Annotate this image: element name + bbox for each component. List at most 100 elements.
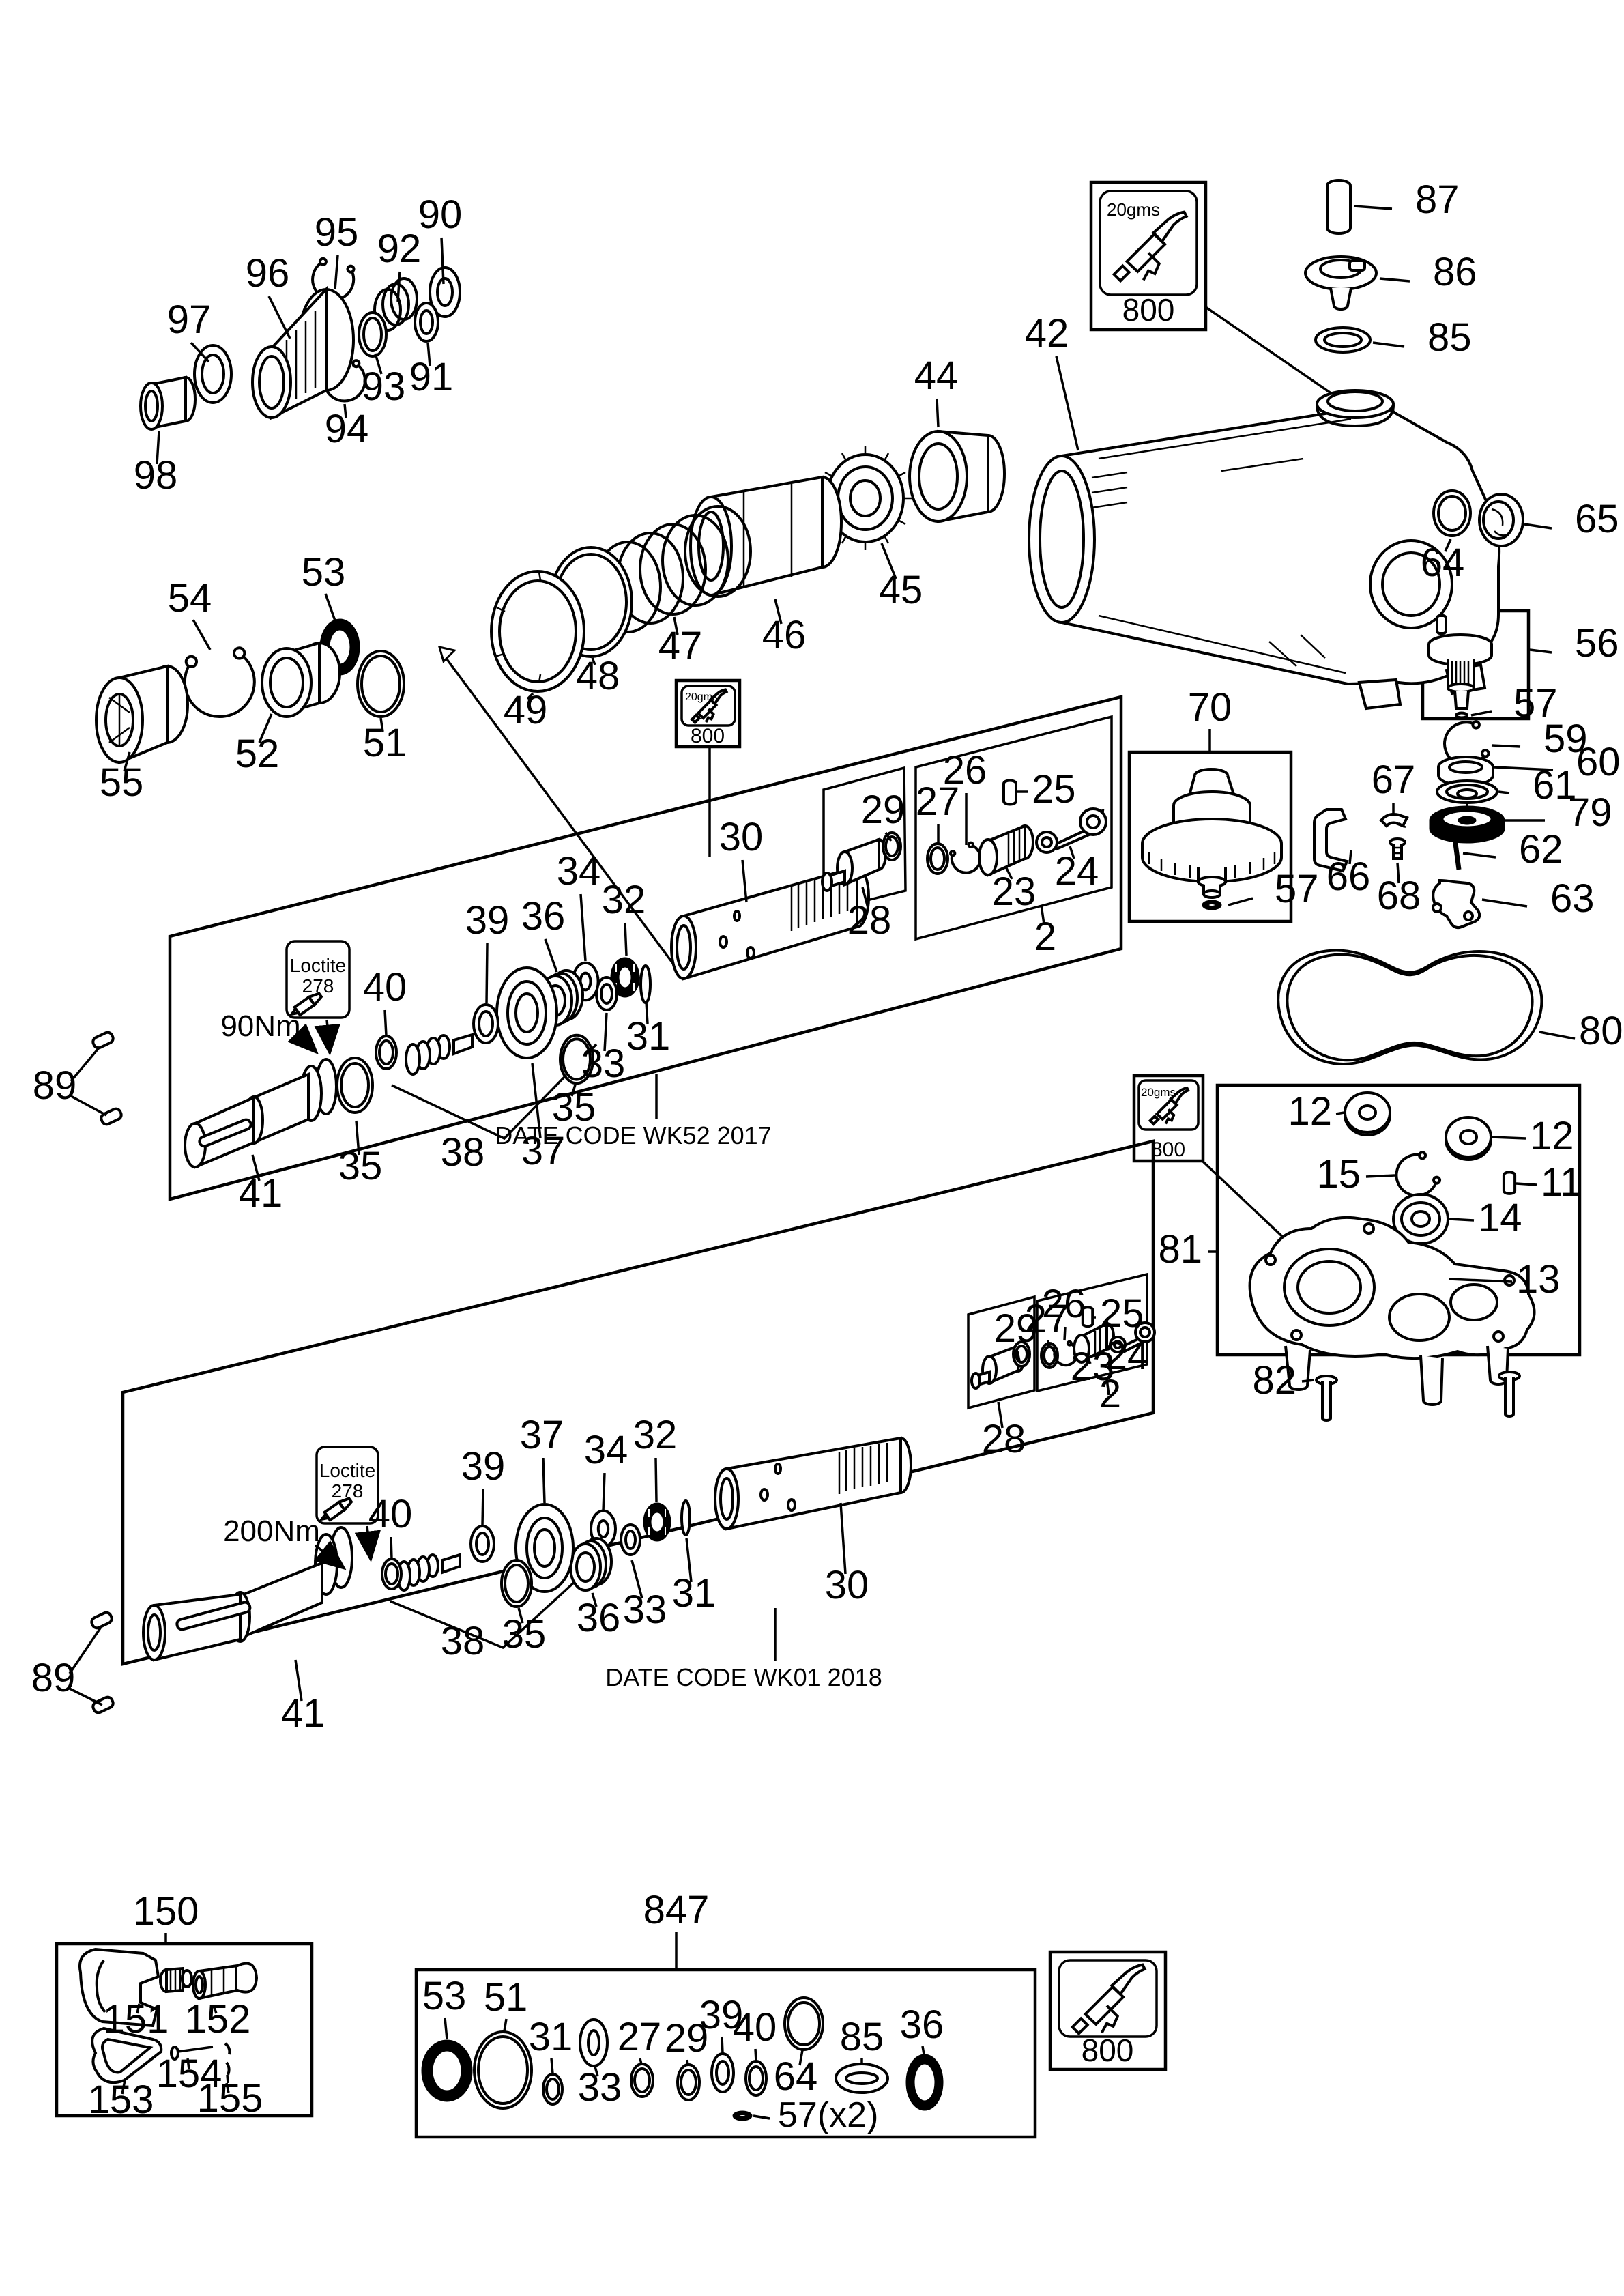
callout-leader-57a [1470, 710, 1492, 717]
callout-85: 85 [1427, 315, 1472, 360]
callout-27a: 27 [916, 779, 960, 824]
callout-41a: 41 [239, 1171, 283, 1216]
part-90-drawing [430, 268, 460, 317]
callout-leader-31c [550, 2058, 554, 2074]
part-65-drawing [1479, 494, 1523, 546]
callout-leader-12a [1335, 1111, 1345, 1115]
part-155-drawing [225, 2043, 229, 2084]
callout-28b: 28 [982, 1417, 1026, 1461]
callout-31b: 31 [672, 1571, 716, 1616]
callout-leader-66 [1348, 850, 1352, 865]
part-40-p1-drawing [376, 1036, 396, 1069]
callout-28a: 28 [847, 898, 892, 943]
part-33-p2-drawing [621, 1525, 640, 1555]
part-38-p2-drawing [398, 1555, 460, 1590]
callout-33c: 33 [578, 2065, 622, 2110]
callout-2a: 2 [1034, 915, 1056, 959]
callout-34b: 34 [584, 1428, 628, 1472]
callout-leader-152 [212, 2005, 218, 2014]
callout-leader-95 [334, 255, 339, 290]
callout-38a: 38 [441, 1130, 485, 1175]
part-41-p1-drawing [185, 1059, 336, 1167]
part-80-drawing [1278, 950, 1541, 1063]
box-piston-ring-p2 [967, 1295, 1036, 1410]
pointer-line [444, 655, 680, 972]
callout-32a: 32 [602, 878, 646, 922]
group-spindle-p1 [91, 779, 1106, 1168]
callout-leader-39b [481, 1489, 484, 1525]
callout-leader-62 [1462, 852, 1496, 859]
callout-24b: 24 [1105, 1334, 1150, 1378]
callout-96: 96 [246, 251, 290, 296]
grease-part-label: 800 [1151, 1138, 1185, 1161]
callout-24a: 24 [1055, 849, 1099, 893]
callout-57b: 57 [1275, 867, 1319, 911]
callout-2b: 2 [1099, 1372, 1121, 1416]
callout-60: 60 [1576, 740, 1621, 784]
part-29-p1-drawing [883, 833, 901, 860]
callout-leader-37a [531, 1063, 542, 1139]
callout-48: 48 [576, 654, 620, 698]
part-85-kit-drawing [836, 2064, 888, 2093]
callout-leader-33c [594, 2066, 599, 2077]
part-154-drawing [171, 2047, 214, 2059]
box-piston-assy-p2 [1036, 1272, 1148, 1393]
callout-nm200: 200Nm [223, 1515, 320, 1548]
box-piston-assy-p1 [914, 715, 1113, 941]
grease-part-label: 800 [691, 725, 725, 747]
callout-leader-82 [1301, 1379, 1315, 1383]
part-86-drawing [1305, 257, 1376, 309]
callout-85c: 85 [840, 2015, 884, 2059]
callout-leader-65 [1524, 523, 1552, 530]
part-92-drawing [375, 278, 417, 330]
callout-leader-12b [1491, 1136, 1526, 1140]
callout-37b: 37 [520, 1413, 564, 1457]
callout-152: 152 [185, 1997, 251, 2041]
part-56-drawing [1429, 616, 1492, 718]
callout-32b: 32 [633, 1413, 678, 1457]
box-loctite-p1 [285, 940, 351, 1019]
callout-40a: 40 [363, 965, 407, 1009]
part-39-p1-drawing [474, 1005, 498, 1043]
part-39-kit-drawing [712, 2054, 734, 2092]
callout-61: 61 [1533, 763, 1577, 807]
part-93-drawing [359, 313, 386, 356]
callout-33a: 33 [581, 1042, 626, 1086]
callout-42: 42 [1025, 311, 1069, 356]
grease-part-label: 800 [1122, 292, 1175, 328]
callout-leader-68 [1396, 862, 1400, 884]
callout-leader-87 [1353, 205, 1393, 210]
callout-leader-57c [753, 2114, 770, 2120]
callout-82: 82 [1252, 1358, 1296, 1403]
callout-leader-64c [798, 2050, 804, 2066]
callout-47: 47 [658, 624, 703, 668]
callout-dc1: DATE CODE WK52 2017 [495, 1121, 771, 1149]
callout-64c: 64 [774, 2054, 818, 2099]
callout-leader-27b [1047, 1340, 1050, 1348]
box-grease-bottom [1048, 1950, 1168, 2071]
callout-leader-35a1 [355, 1120, 360, 1156]
callout-nm90: 90Nm [220, 1009, 300, 1043]
callout-leader-39c [721, 2036, 724, 2054]
callout-45: 45 [879, 568, 923, 612]
callout-leader-33b [630, 1560, 643, 1599]
callout-39c: 39 [699, 1993, 744, 2037]
callout-leader-42 [1055, 356, 1079, 451]
part-152-drawing [193, 1964, 257, 1998]
callout-39a: 39 [465, 898, 510, 943]
part-52-drawing [262, 643, 340, 717]
callout-91: 91 [409, 355, 454, 399]
callout-leader-36b [591, 1592, 598, 1607]
callout-leader-80 [1539, 1031, 1576, 1040]
loctite-arrow-p1 [314, 1019, 340, 1056]
callout-52: 52 [235, 732, 280, 776]
part-35-p1a-drawing [337, 1058, 373, 1113]
callout-leader-24a [1069, 846, 1075, 859]
callout-leader-89a [70, 1046, 101, 1082]
callout-leader-151 [136, 2003, 141, 2014]
callout-leader-153 [121, 2080, 126, 2095]
box-kit-847 [414, 1968, 1037, 2139]
part-49-drawing [491, 571, 584, 691]
part-24-p2-drawing [1110, 1323, 1155, 1352]
